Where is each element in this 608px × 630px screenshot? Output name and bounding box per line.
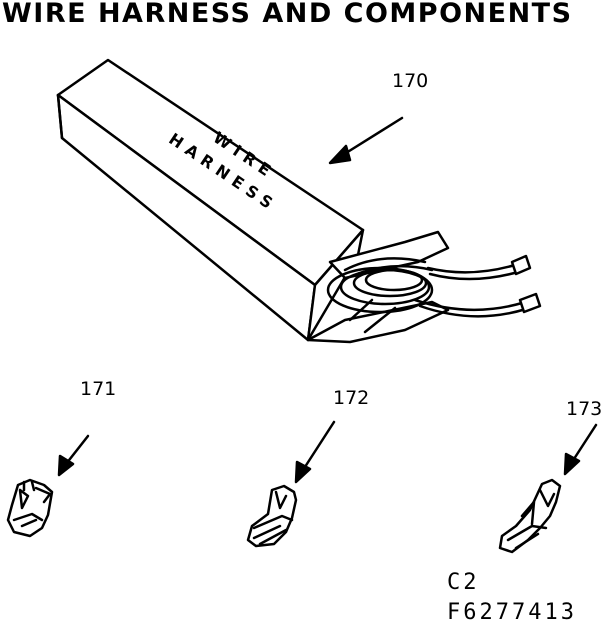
arrow-172-icon (294, 420, 336, 484)
arrow-170-icon (328, 116, 404, 165)
arrow-171-icon (57, 434, 90, 477)
diagram-title: WIRE HARNESS AND COMPONENTS (2, 0, 573, 29)
callout-172: 172 (333, 387, 370, 409)
callout-170: 170 (392, 70, 429, 92)
terminal-173 (498, 478, 562, 554)
wire-harness-box (56, 58, 542, 344)
drawing-code-line2: F6277413 (447, 600, 577, 625)
callout-173: 173 (566, 398, 603, 420)
arrow-173-icon (563, 423, 598, 476)
drawing-code-line1: C2 (447, 570, 480, 595)
terminal-172 (246, 484, 298, 548)
callout-171: 171 (80, 378, 117, 400)
terminal-171 (6, 478, 54, 538)
